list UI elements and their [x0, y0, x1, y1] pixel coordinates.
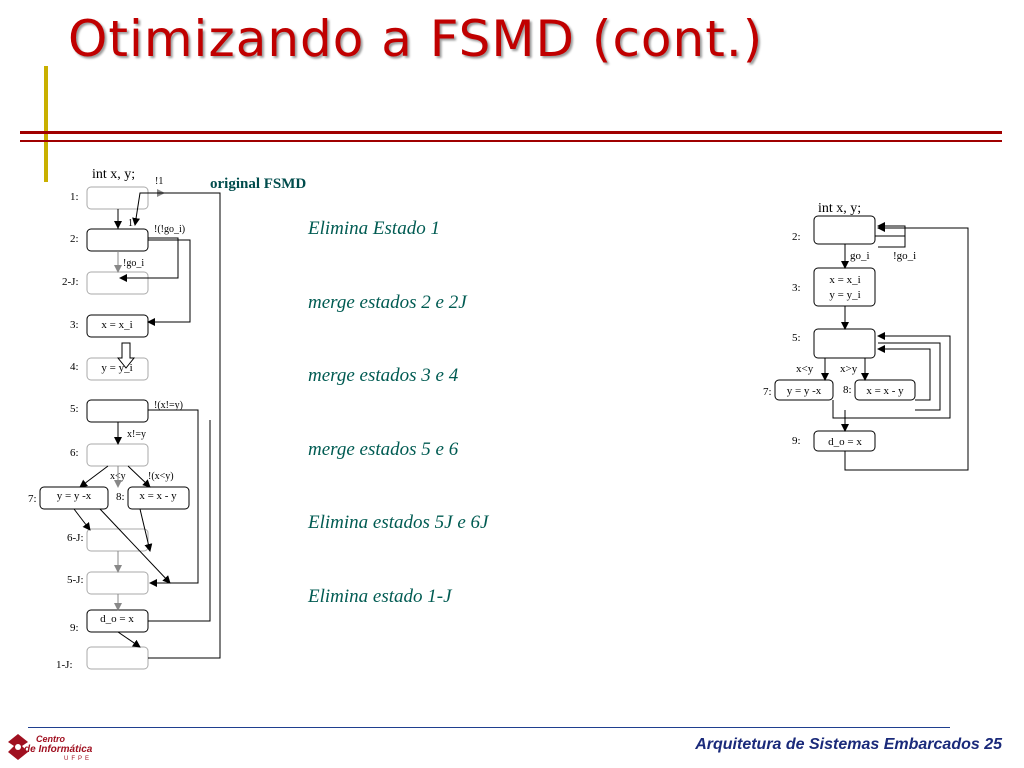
opt-action-s9: d_o = x: [828, 436, 862, 448]
opt-cond-label: x>y: [840, 363, 858, 375]
orig-state-2j: [86, 271, 149, 295]
orig-edge-6-7: [79, 465, 109, 488]
opt-edge-8-5: [877, 345, 931, 401]
opt-action-s3-line2: y = y_i: [829, 289, 860, 301]
step-item: merge estados 3 e 4: [308, 365, 459, 386]
opt-state-label: 7:: [763, 386, 772, 398]
orig-state-label: 1-J:: [56, 659, 73, 671]
title-divider-line: [20, 131, 1002, 134]
orig-edge-7-5j: [99, 508, 171, 584]
orig-edge-to-5j: [148, 409, 199, 587]
title-divider-line-thin: [20, 140, 1002, 142]
original-fsmd-label: original FSMD: [210, 176, 307, 192]
opt-state-label: 8:: [843, 384, 852, 396]
orig-cond-label: !(x!=y): [154, 400, 183, 411]
opt-edge-7-5: [832, 332, 951, 419]
opt-state-label: 3:: [792, 282, 801, 294]
logo-mark-icon: [8, 734, 28, 760]
orig-edge-8-6j: [139, 508, 153, 552]
orig-action-s7: y = y -x: [57, 490, 92, 502]
orig-state-6j: [86, 528, 149, 552]
footer-divider: [28, 727, 950, 728]
opt-state-label: 5:: [792, 332, 801, 344]
orig-edge-7-6j: [73, 508, 91, 531]
orig-declaration: int x, y;: [92, 167, 135, 182]
footer-course-page: Arquitetura de Sistemas Embarcados 25: [695, 736, 1002, 753]
orig-state-label: 2-J:: [62, 276, 79, 288]
orig-edge-6-8: [127, 465, 151, 488]
opt-cond-label: x<y: [796, 363, 814, 375]
original-fsmd: int x, y; 1: 2: 2-J: 3: 4: 5: 6: 7: 8: 6…: [28, 167, 221, 671]
merge-arrow-icon: [116, 342, 136, 369]
orig-state-label: 6:: [70, 447, 79, 459]
orig-state-1j: [86, 646, 149, 670]
orig-state-label: 1:: [70, 191, 79, 203]
orig-action-s8: x = x - y: [139, 490, 177, 502]
step-item: Elimina Estado 1: [308, 218, 440, 239]
orig-action-s3: x = x_i: [101, 319, 132, 331]
orig-cond-label: !go_i: [123, 258, 144, 269]
orig-edge-back: [148, 420, 211, 622]
opt-state-label: 9:: [792, 435, 801, 447]
opt-edge-2-self: [875, 235, 906, 248]
orig-cond-label: x!=y: [127, 429, 146, 440]
orig-state-label: 8:: [116, 491, 125, 503]
orig-edge-go-loop: [119, 237, 179, 282]
orig-state-8: [127, 486, 190, 510]
orig-cond-label: !(!go_i): [154, 224, 185, 235]
orig-state-label: 3:: [70, 319, 79, 331]
orig-state-label: 9:: [70, 622, 79, 634]
orig-state-3: [86, 314, 149, 338]
orig-edge-return: [132, 192, 221, 659]
logo-text-line3: UFPE: [64, 756, 93, 762]
orig-state-2: [86, 228, 149, 252]
orig-cond-label: !1: [155, 176, 163, 187]
opt-state-7: [774, 379, 834, 401]
orig-state-5: [86, 399, 149, 423]
orig-state-label: 5-J:: [67, 574, 84, 586]
opt-action-s7: y = y -x: [787, 385, 822, 397]
orig-state-5j: [86, 571, 149, 595]
orig-cond-label: !(x<y): [148, 471, 174, 482]
orig-cond-label: 1: [128, 218, 133, 229]
opt-cond-label: !go_i: [893, 250, 916, 262]
orig-state-label: 2:: [70, 233, 79, 245]
step-item: Elimina estado 1-J: [308, 585, 452, 607]
opt-action-s8: x = x - y: [866, 385, 904, 397]
centro-de-informatica-logo: Centro de Informática UFPE: [6, 732, 116, 766]
orig-state-label: 6-J:: [67, 532, 84, 544]
opt-state-8: [854, 379, 916, 401]
title-accent-bar: [44, 66, 48, 182]
logo-text-line1: Centro: [36, 734, 65, 744]
slide-title: Otimizando a FSMD (cont.): [68, 10, 764, 68]
opt-edge-2-self-loop: [875, 222, 906, 237]
orig-state-6: [86, 443, 149, 467]
orig-action-s9: d_o = x: [100, 613, 134, 625]
opt-state-label: 2:: [792, 231, 801, 243]
orig-state-label: 5:: [70, 403, 79, 415]
opt-state-2: [813, 215, 876, 245]
orig-edge-9-1j: [117, 631, 141, 648]
opt-edge-9-2: [844, 224, 969, 471]
optimization-steps-list: Elimina Estado 1 merge estados 2 e 2J me…: [308, 218, 488, 659]
orig-state-label: 7:: [28, 493, 37, 505]
step-item: merge estados 2 e 2J: [308, 291, 467, 313]
optimized-fsmd: int x, y; 2: 3: 5: 7: 8: 9: x = x_i y = …: [763, 201, 969, 471]
opt-state-5: [813, 328, 876, 359]
opt-action-s3-line1: x = x_i: [829, 274, 860, 286]
orig-state-label: 4:: [70, 361, 79, 373]
step-item: merge estados 5 e 6: [308, 438, 459, 460]
opt-edge-8-5-b: [878, 342, 941, 411]
step-item: Elimina estados 5J e 6J: [308, 512, 489, 533]
opt-declaration: int x, y;: [818, 201, 861, 216]
opt-cond-label: go_i: [850, 250, 870, 262]
logo-text-line2: de Informática: [24, 744, 93, 755]
orig-edge-to-3: [147, 239, 191, 326]
